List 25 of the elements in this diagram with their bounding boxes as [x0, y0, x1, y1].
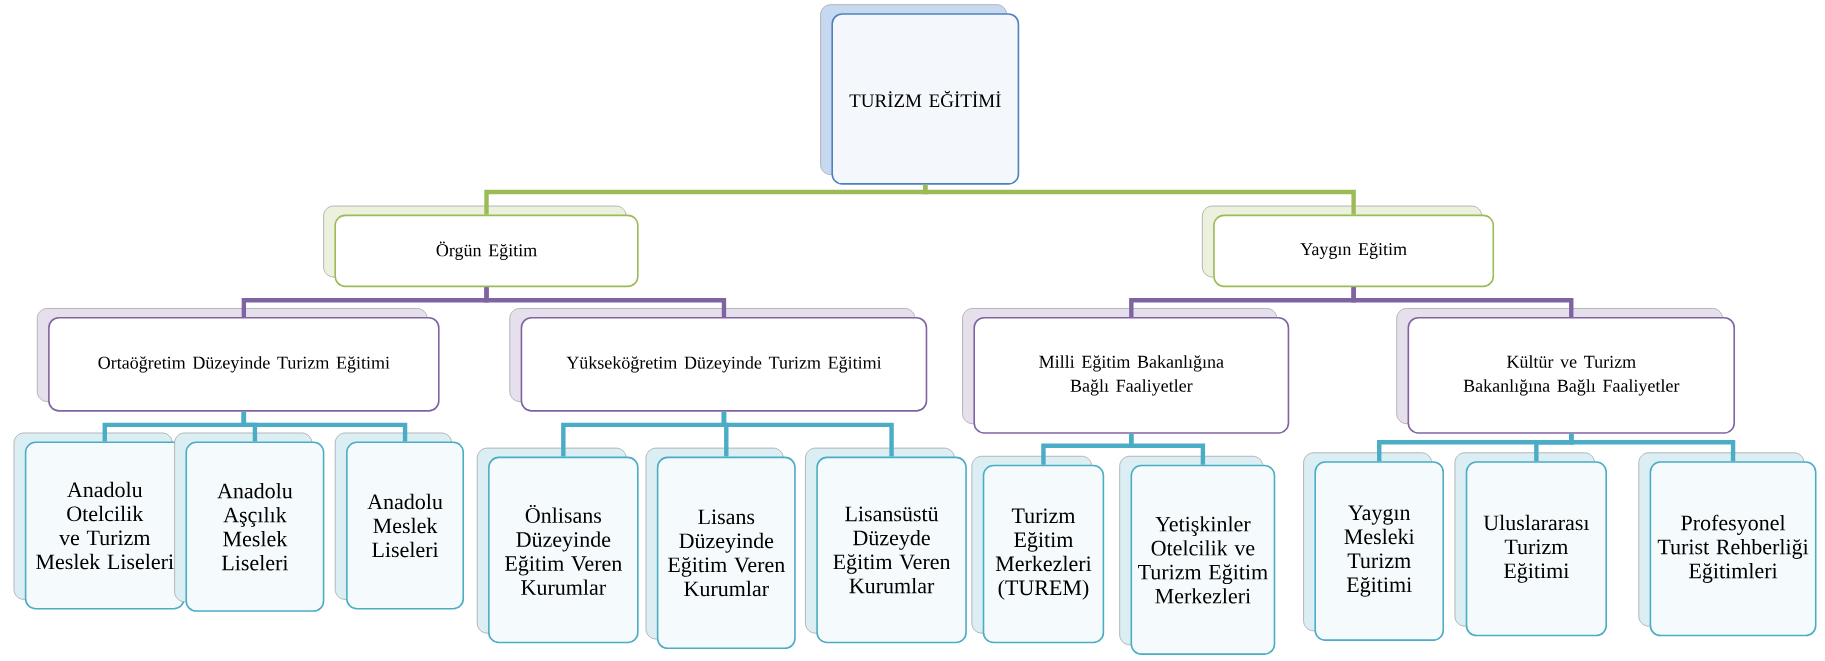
leaf-box: Lisansüstü Düzeyde Eğitim Veren Kurumlar — [805, 447, 967, 644]
leaf-box: Anadolu Meslek Liseleri — [334, 432, 465, 610]
connector — [1351, 287, 1574, 317]
connector — [721, 411, 894, 457]
leaf-box: Önlisans Düzeyinde Eğitim Veren Kurumlar — [476, 447, 639, 644]
connector — [923, 184, 1356, 215]
leaf-box: Yaygın Mesleki Turizm Eğitimi — [1303, 452, 1445, 641]
leaf-box: Anadolu Otelcilik ve Turizm Meslek Liseleri — [13, 432, 185, 610]
connector — [484, 287, 727, 317]
branch-box: Kültür ve Turizm Bakanlığına Bağlı Faaliyetler — [1396, 308, 1735, 434]
root-box: TURİZM EĞİTİMİ — [820, 4, 1020, 185]
leaf-box: Lisans Düzeyinde Eğitim Veren Kurumlar — [645, 447, 796, 650]
connector — [1129, 433, 1206, 465]
branch-box: Yükseköğretim Düzeyinde Turizm Eğitimi — [509, 308, 928, 412]
connector — [241, 411, 408, 442]
leaf-box: Anadolu Aşçılık Meslek Liseleri — [174, 432, 325, 612]
branch-box: Milli Eğitim Bakanlığına Bağlı Faaliyetler — [962, 308, 1290, 434]
connector — [1569, 433, 1736, 462]
leaf-box: Turizm Eğitim Merkezleri (TUREM) — [971, 455, 1105, 644]
leaf-box: Uluslararası Turizm Eğitimi — [1454, 452, 1607, 637]
category-box: Örgün Eğitim — [323, 205, 639, 288]
leaf-box: Yetişkinler Otelcilik ve Turizm Eğitim Merkezleri — [1119, 455, 1276, 655]
branch-box: Ortaöğretim Düzeyinde Turizm Eğitimi — [36, 308, 440, 412]
category-box: Yaygın Eğitim — [1201, 205, 1495, 288]
leaf-box: Profesyonel Turist Rehberliği Eğitimleri — [1638, 452, 1817, 637]
